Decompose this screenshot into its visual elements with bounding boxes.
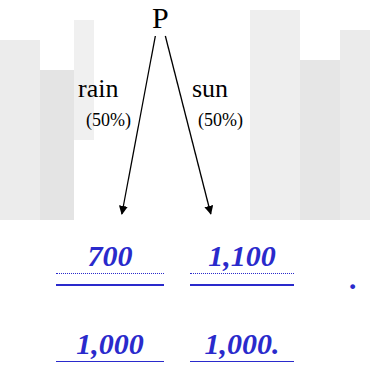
building [0,40,40,220]
building [40,70,74,220]
fraction-bar [190,284,294,286]
branch-label: sun [192,74,228,104]
numerator: 700 [56,240,164,274]
numerator: 1,100 [190,240,294,274]
decision-node: P [148,0,173,36]
outcome-fraction: 1,100 1,000. [190,214,294,362]
building [340,30,370,220]
outcome-fraction: 700 1,000 [56,214,164,362]
fraction-bar [56,284,164,286]
building [300,60,340,220]
stray-mark: . [350,262,358,296]
denominator: 1,000. [190,328,294,362]
probability-label: (50%) [86,110,131,131]
node-label: P [152,2,169,34]
buildings [0,10,370,220]
probability-label: (50%) [198,110,243,131]
branch-label: rain [78,74,118,104]
denominator: 1,000 [56,328,164,362]
building [250,10,300,220]
